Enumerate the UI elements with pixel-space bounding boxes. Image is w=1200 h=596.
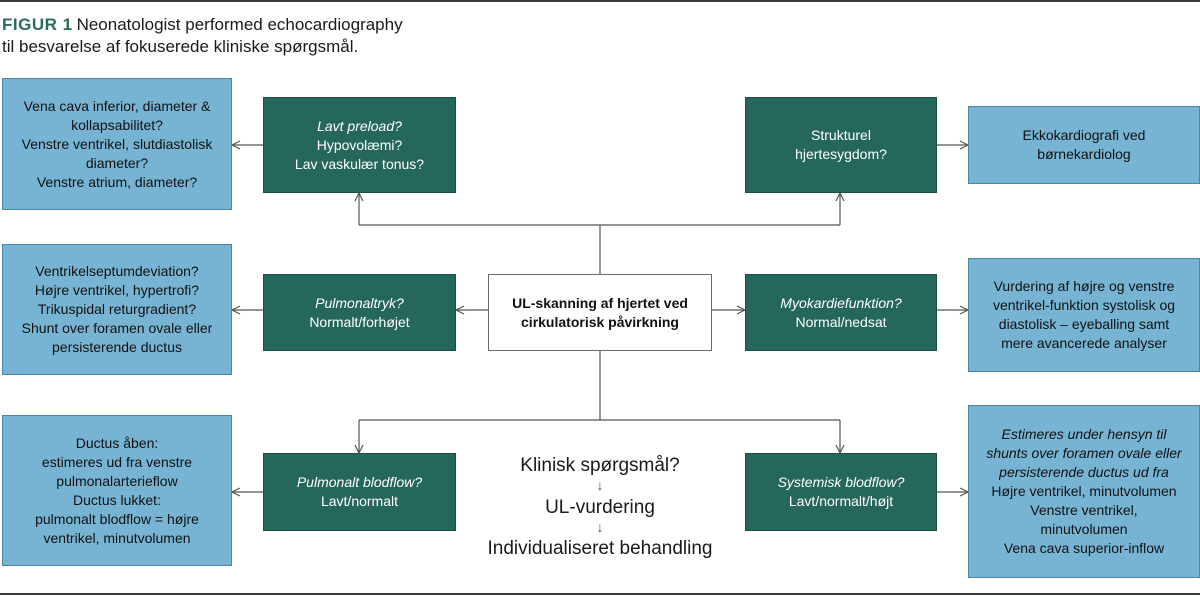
center-box: UL-skanning af hjertet ved cirkulatorisk… <box>488 274 712 351</box>
info-preload-line: diameter? <box>85 154 149 171</box>
structural-line-2: hjertesygdom? <box>795 146 887 162</box>
systemic-flow-title: Systemisk blodflow? <box>777 474 905 490</box>
info-pulmonal-flow-line: Ductus åben: <box>75 434 159 451</box>
legend-step-1: Klinisk spørgsmål? <box>520 455 680 476</box>
info-structural-line: børnekardiolog <box>1037 146 1131 162</box>
info-pulmonal-pressure-line: Shunt over foramen ovale eller <box>21 320 213 336</box>
preload-line-1: Hypovolæmi? <box>316 136 403 153</box>
info-pulmonal-flow-line: estimeres ud fra venstre <box>41 453 193 470</box>
info-myocardial-line: diastolisk – eyeballing samt <box>998 316 1170 332</box>
question-structural: Strukturel hjertesygdom? <box>745 97 937 193</box>
center-line-1: UL-skanning af hjertet ved <box>512 294 688 311</box>
myocardial-title: Myokardiefunktion? <box>780 294 902 311</box>
pulmonal-pressure-title: Pulmonaltryk? <box>315 294 404 311</box>
info-pulmonal-pressure: Ventrikelseptumdeviation? Højre ventrike… <box>2 244 232 375</box>
question-preload: Lavt preload? Hypovolæmi? Lav vaskulær t… <box>263 97 456 193</box>
preload-line-2: Lav vaskulær tonus? <box>294 155 425 172</box>
info-structural: Ekkokardiografi ved børnekardiolog <box>968 106 1200 184</box>
info-systemic-flow-italic-line: persisterende ductus ud fra <box>999 464 1169 480</box>
info-systemic-flow: Estimeres under hensyn til shunts over f… <box>968 405 1200 578</box>
question-pulmonal-pressure: Pulmonaltryk? Normalt/forhøjet <box>263 274 456 351</box>
info-preload-line: Vena cava inferior, diameter & <box>23 97 211 114</box>
preload-title: Lavt preload? <box>317 117 402 134</box>
center-line-2: cirkulatorisk påvirkning <box>521 313 679 330</box>
info-structural-line: Ekkokardiografi ved <box>1022 127 1146 143</box>
legend-arrow-1-glyph: ↓ <box>596 477 604 493</box>
figure-label: FIGUR 1 <box>2 15 73 34</box>
structural-line-1: Strukturel <box>811 127 871 143</box>
info-pulmonal-flow-line: ventrikel, minutvolumen <box>43 529 191 546</box>
info-systemic-flow-line: Højre ventrikel, minutvolumen <box>991 483 1177 499</box>
question-pulmonal-flow: Pulmonalt blodflow? Lavt/normalt <box>263 453 456 531</box>
info-preload-line: Venstre atrium, diameter? <box>36 173 198 190</box>
info-preload-line: Venstre ventrikel, slutdiastolisk <box>21 135 213 152</box>
top-rule <box>0 0 1200 2</box>
info-pulmonal-pressure-line: persisterende ductus <box>52 339 182 355</box>
info-systemic-flow-line: minutvolumen <box>1040 521 1128 537</box>
info-pulmonal-flow: Ductus åben: estimeres ud fra venstre pu… <box>2 415 232 566</box>
info-myocardial-line: mere avancerede analyser <box>1001 335 1167 351</box>
info-systemic-flow-line: Vena cava superior-inflow <box>1003 540 1165 556</box>
info-systemic-flow-italic-line: shunts over foramen ovale eller <box>986 445 1182 461</box>
question-systemic-flow: Systemisk blodflow? Lavt/normalt/højt <box>745 453 937 531</box>
info-systemic-flow-line: Venstre ventrikel, <box>1030 502 1138 518</box>
legend-arrow-1: ↓ <box>440 477 760 493</box>
info-systemic-flow-italic-line: Estimeres under hensyn til <box>1001 426 1167 442</box>
info-myocardial-line: ventrikel-funktion systolisk og <box>992 297 1176 313</box>
info-myocardial-line: Vurdering af højre og venstre <box>993 278 1175 294</box>
systemic-flow-line-1: Lavt/normalt/højt <box>788 493 894 509</box>
legend-step-3: Individualiseret behandling <box>487 538 713 559</box>
caption-line-1: Neonatologist performed echocardiography <box>76 15 403 34</box>
question-myocardial: Myokardiefunktion? Normal/nedsat <box>745 274 937 351</box>
myocardial-line-1: Normal/nedsat <box>795 313 887 330</box>
info-pulmonal-flow-line: pulmonalt blodflow = højre <box>35 510 199 527</box>
info-pulmonal-flow-line: pulmonalarterieflow <box>56 472 178 489</box>
info-pulmonal-pressure-line: Trikuspidal returgradient? <box>37 301 197 317</box>
caption-line-2: til besvarelse af fokuserede kliniske sp… <box>2 37 359 56</box>
legend-arrow-2-glyph: ↓ <box>596 519 604 535</box>
legend-arrow-2: ↓ <box>440 519 760 535</box>
info-myocardial: Vurdering af højre og venstre ventrikel-… <box>968 258 1200 372</box>
pulmonal-flow-line-1: Lavt/normalt <box>320 493 399 509</box>
info-pulmonal-pressure-line: Højre ventrikel, hypertrofi? <box>34 282 200 298</box>
legend-step-2: UL-vurdering <box>545 497 655 518</box>
bottom-rule <box>0 593 1200 595</box>
info-preload-line: kollapsabilitet? <box>71 116 163 133</box>
info-pulmonal-flow-line: Ductus lukket: <box>73 491 161 508</box>
info-preload: Vena cava inferior, diameter & kollapsab… <box>2 78 232 210</box>
info-pulmonal-pressure-line: Ventrikelseptumdeviation? <box>35 263 199 279</box>
pulmonal-flow-title: Pulmonalt blodflow? <box>296 474 423 490</box>
pulmonal-pressure-line-1: Normalt/forhøjet <box>309 313 410 330</box>
